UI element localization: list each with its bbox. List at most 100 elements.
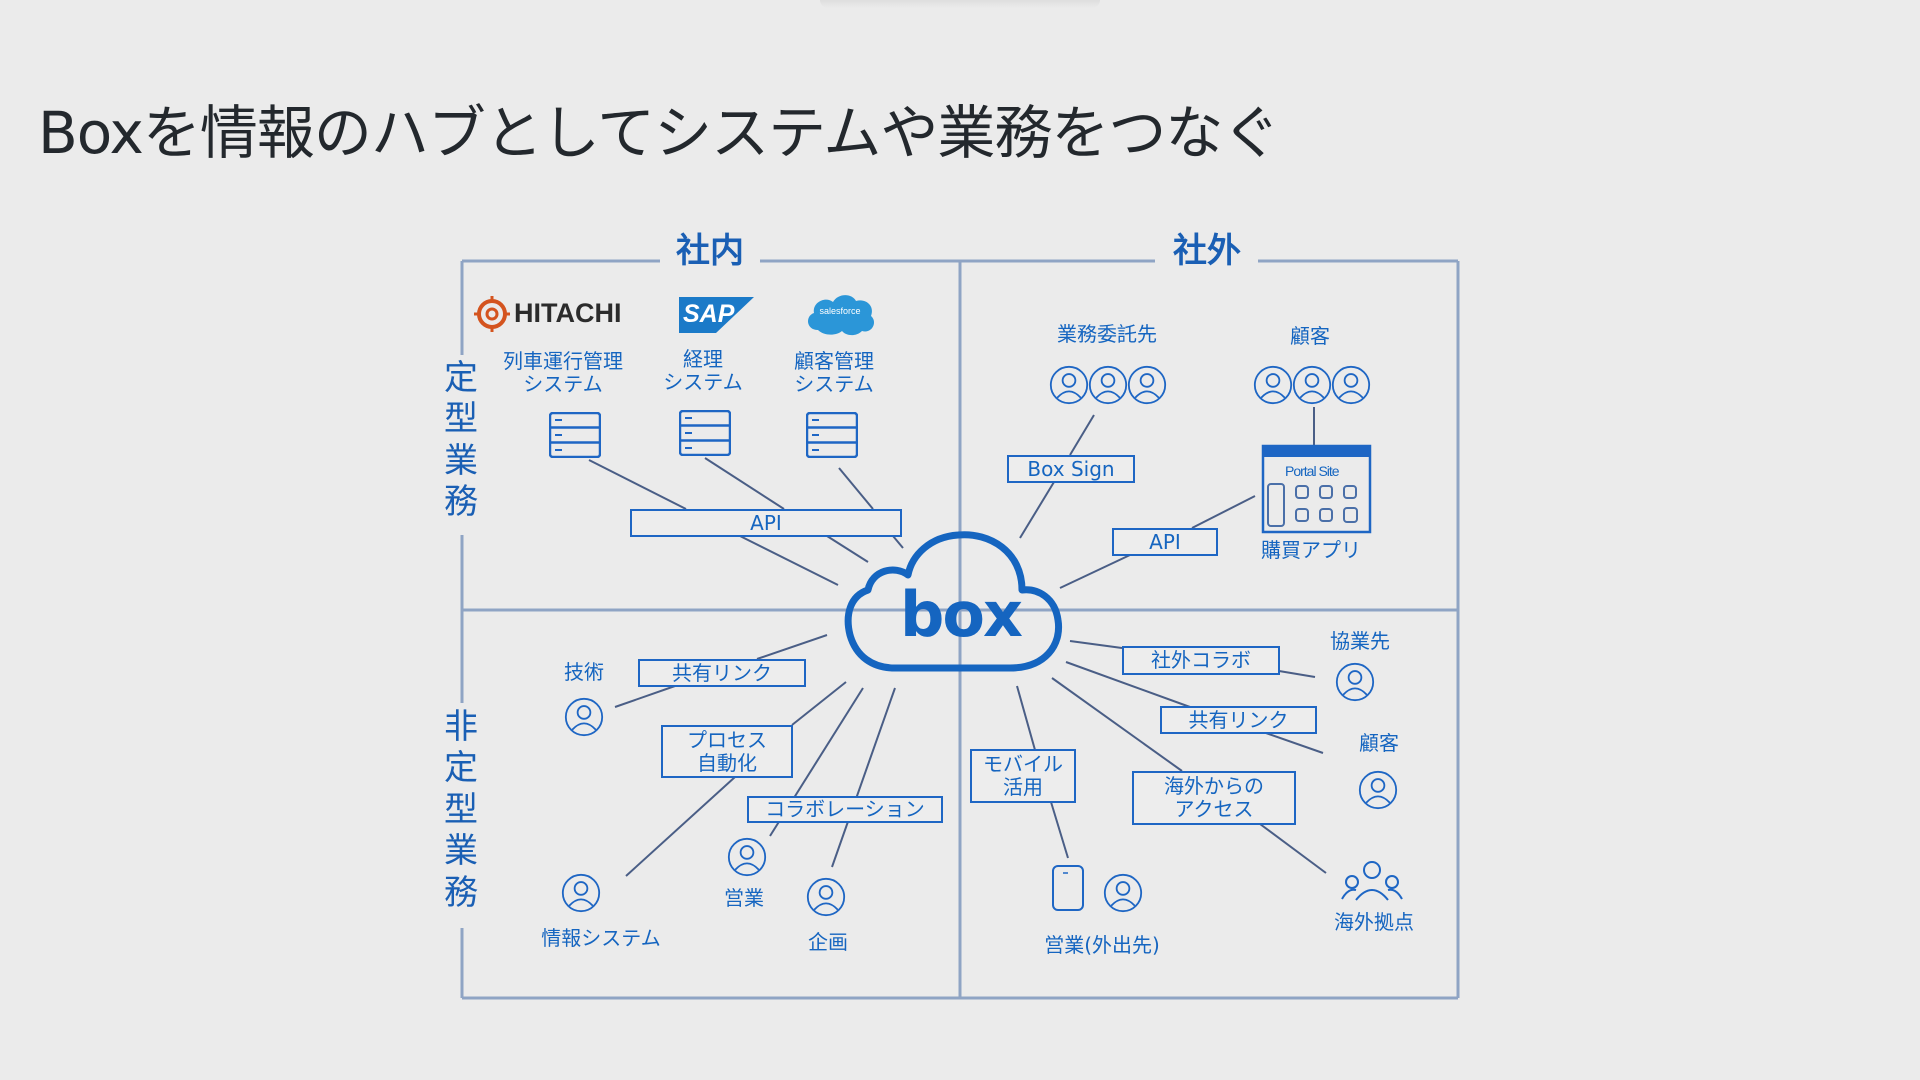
label-line: 顧客管理	[794, 349, 874, 373]
api-text: API	[1149, 529, 1181, 554]
server-icon	[549, 412, 601, 458]
people-group-icon	[1253, 365, 1371, 405]
share-link-label-external: 共有リンク	[1160, 706, 1317, 734]
box-logo-text: box	[900, 578, 1023, 651]
label-line: アクセス	[1174, 797, 1254, 821]
external-collab-text: 社外コラボ	[1151, 648, 1251, 672]
salesforce-logo-text: salesforce	[819, 306, 861, 316]
quadrant-frame	[460, 259, 1460, 1000]
portal-site-icon	[1261, 444, 1372, 534]
purchase-app-label: 購買アプリ	[1261, 538, 1361, 562]
phone-icon	[1052, 865, 1084, 911]
connector-sap-api	[704, 457, 785, 510]
section-non-routine: 非定型業務	[441, 707, 481, 914]
connector-portal-api	[1191, 495, 1256, 529]
customer-group-label: 顧客	[1290, 324, 1330, 348]
connector-overseas-base	[1259, 823, 1327, 874]
person-label-overseas-base: 海外拠点	[1334, 910, 1414, 934]
collaboration-label: コラボレーション	[747, 796, 943, 823]
label-line: 活用	[1003, 775, 1043, 799]
connector-api-cloud-right	[1059, 554, 1131, 589]
sap-logo: SAP	[679, 297, 754, 333]
person-icon	[1335, 662, 1375, 702]
share-link-label-internal: 共有リンク	[638, 659, 806, 687]
person-label-engineering: 技術	[564, 660, 604, 684]
portal-site-title: Portal Site	[1285, 463, 1340, 479]
api-label-internal: API	[630, 509, 902, 537]
person-icon	[1103, 873, 1143, 913]
section-external: 社外	[1173, 231, 1241, 271]
connector-boxsign-cloud	[1019, 481, 1055, 539]
vertical-char: 型	[444, 399, 478, 440]
person-icon	[806, 877, 846, 917]
vertical-char: 業	[444, 440, 478, 481]
connector-api-cloud-1	[739, 535, 839, 586]
label-line: システム	[523, 372, 603, 396]
person-label-customer: 顧客	[1359, 731, 1399, 755]
salesforce-logo-shape	[808, 295, 875, 336]
section-internal: 社内	[676, 231, 744, 271]
person-icon	[727, 837, 767, 877]
api-label-external: API	[1112, 528, 1218, 556]
hitachi-logo-text: HITACHI	[514, 297, 622, 328]
vertical-char: 業	[444, 831, 478, 872]
people-group-icon	[1341, 861, 1403, 901]
person-label-infosys: 情報システム	[541, 926, 661, 950]
connector-cloud-overseas	[1051, 677, 1183, 772]
vertical-char: 定	[444, 358, 478, 398]
vertical-char: 型	[444, 789, 478, 830]
person-label-partner: 協業先	[1330, 629, 1390, 653]
connector-process-infosys	[625, 776, 736, 877]
outsourcee-label: 業務委託先	[1057, 322, 1157, 346]
vertical-char: 務	[444, 872, 478, 913]
connectors	[588, 407, 1327, 877]
collaboration-text: コラボレーション	[765, 797, 925, 821]
connector-cloud-process	[791, 681, 847, 726]
connector-api-cloud-3	[892, 535, 904, 549]
connector-cloud-mobile	[1016, 685, 1036, 751]
label-line: システム	[663, 370, 743, 394]
page-title: Boxを情報のハブとしてシステムや業務をつなぐ	[38, 99, 1280, 167]
label-line: モバイル	[983, 752, 1063, 776]
overseas-access-label: 海外からの アクセス	[1132, 771, 1296, 825]
connector-outsourcee	[1069, 414, 1095, 456]
server-icon	[679, 410, 731, 456]
connector-hitachi-api	[588, 459, 687, 510]
system-label-train: 列車運行管理 システム	[503, 350, 623, 396]
vertical-char: 務	[444, 482, 478, 523]
vertical-char: 非	[444, 707, 478, 747]
external-collab-label: 社外コラボ	[1122, 646, 1280, 675]
server-icon	[806, 412, 858, 458]
person-icon	[564, 697, 604, 737]
label-line: 自動化	[697, 750, 757, 775]
sap-logo-text: SAP	[683, 300, 735, 328]
connector-sf-api	[838, 467, 874, 510]
people-group-icon	[1049, 365, 1167, 405]
person-label-sales-outside: 営業(外出先)	[1044, 933, 1160, 957]
connector-cloud-planning	[831, 687, 896, 868]
system-label-accounting: 経理 システム	[663, 348, 742, 394]
person-label-planning: 企画	[808, 930, 848, 954]
top-shadow	[820, 0, 1100, 8]
label-line: 海外からの	[1164, 774, 1264, 798]
salesforce-logo: salesforce	[808, 293, 872, 335]
connector-cloud-sharelink-right	[1065, 661, 1191, 708]
hitachi-logo-mark	[474, 296, 510, 332]
label-line: 経理	[683, 347, 723, 371]
connector-sharelink-tech	[614, 685, 676, 708]
vertical-char: 定	[444, 748, 478, 789]
connector-api-cloud-2	[826, 535, 869, 563]
label-line: システム	[794, 372, 874, 396]
person-icon	[1358, 770, 1398, 810]
box-sign-text: Box Sign	[1027, 456, 1115, 481]
hitachi-logo: HITACHI	[478, 296, 622, 330]
label-line: 列車運行管理	[503, 349, 623, 373]
share-link-text: 共有リンク	[1188, 707, 1289, 732]
connector-extcollab-partner	[1278, 670, 1316, 678]
section-routine: 定型業務	[441, 358, 481, 524]
cloud-icon	[844, 531, 1063, 672]
sap-logo-shape	[679, 297, 754, 333]
connector-cloud-extcollab	[1069, 640, 1123, 649]
connector-cloud-sharelink-left	[756, 634, 828, 660]
